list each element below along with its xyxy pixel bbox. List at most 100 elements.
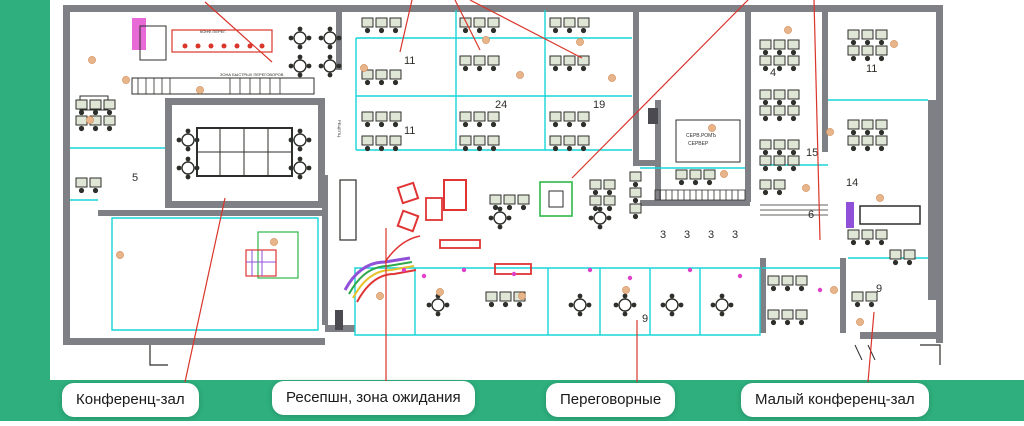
desk [759,139,772,150]
desk [549,111,562,122]
chair [878,39,885,46]
chair [790,165,797,172]
table-top [715,298,729,312]
chair [669,311,675,317]
desk [459,55,472,66]
chair [318,63,324,69]
desk [473,111,486,122]
chair [552,145,559,152]
table-top [323,59,337,73]
desk-cluster [767,275,808,292]
desk [781,309,794,320]
chair [776,165,783,172]
chair [490,145,497,152]
desk [675,169,688,180]
column-marker [708,124,716,132]
reception-counter [343,256,411,291]
round-table [288,156,312,180]
chair [864,39,871,46]
table-top [181,133,195,147]
table-top [293,133,307,147]
chair [462,27,469,34]
chair [78,125,85,132]
pink-dot [511,271,517,277]
plan-sheet [50,0,1024,380]
chair [622,311,628,317]
desk [603,179,616,190]
chair [506,215,512,221]
chair [476,145,483,152]
chair [631,302,637,308]
chair [516,301,523,308]
chair [798,319,805,326]
desk [375,17,388,28]
leader-line-small-conference [867,311,875,383]
callout-label: Переговорные [560,391,662,408]
chair [776,115,783,122]
chair [297,128,303,134]
desk [767,275,780,286]
desk [499,291,512,302]
table-top [323,31,337,45]
chair [566,145,573,152]
desk [847,135,860,146]
desk [75,177,88,188]
chair [577,311,583,317]
column-marker [88,56,96,64]
chair [297,44,303,50]
desk [759,155,772,166]
desk [563,111,576,122]
chair [719,311,725,317]
chair [762,189,769,196]
chair [364,79,371,86]
chair [850,239,857,246]
desk [847,119,860,130]
chair [506,204,513,211]
workstations [75,17,916,326]
column-marker [86,116,94,124]
chair [597,206,603,212]
desk [103,99,116,110]
chair [850,55,857,62]
chair [497,224,503,230]
chair [892,259,899,266]
chair [568,302,574,308]
column-marker [622,286,630,294]
room-text: СЕРВ.РОМЪ [686,133,716,139]
desk [629,171,642,182]
callout-label: Ресепшн, зона ожидания [286,389,461,406]
chair [632,213,639,220]
column-marker [890,40,898,48]
chair [327,26,333,32]
chair [392,27,399,34]
chair [488,215,494,221]
callout-label: Малый конференц-зал [755,391,915,408]
desk [773,39,786,50]
desk [589,195,602,206]
chair [784,285,791,292]
chair [580,121,587,128]
chair [678,179,685,186]
chair [566,65,573,72]
desk [577,135,590,146]
pink-dot [627,275,633,281]
chair [92,187,99,194]
chair [185,174,191,180]
leader-lines [184,0,875,383]
room-text: СЕРВЕР [688,141,709,147]
leader-line-conference [184,197,226,383]
column-marker [876,194,884,202]
hatched-strip [654,189,828,216]
chair [490,65,497,72]
chair [762,49,769,56]
desk [773,139,786,150]
desk [487,55,500,66]
round-table [288,26,312,50]
room-number: 3 [684,229,690,241]
chair [577,293,583,299]
chair [364,145,371,152]
round-table [660,293,684,317]
chair [580,145,587,152]
table-top [665,298,679,312]
chair [92,125,99,132]
